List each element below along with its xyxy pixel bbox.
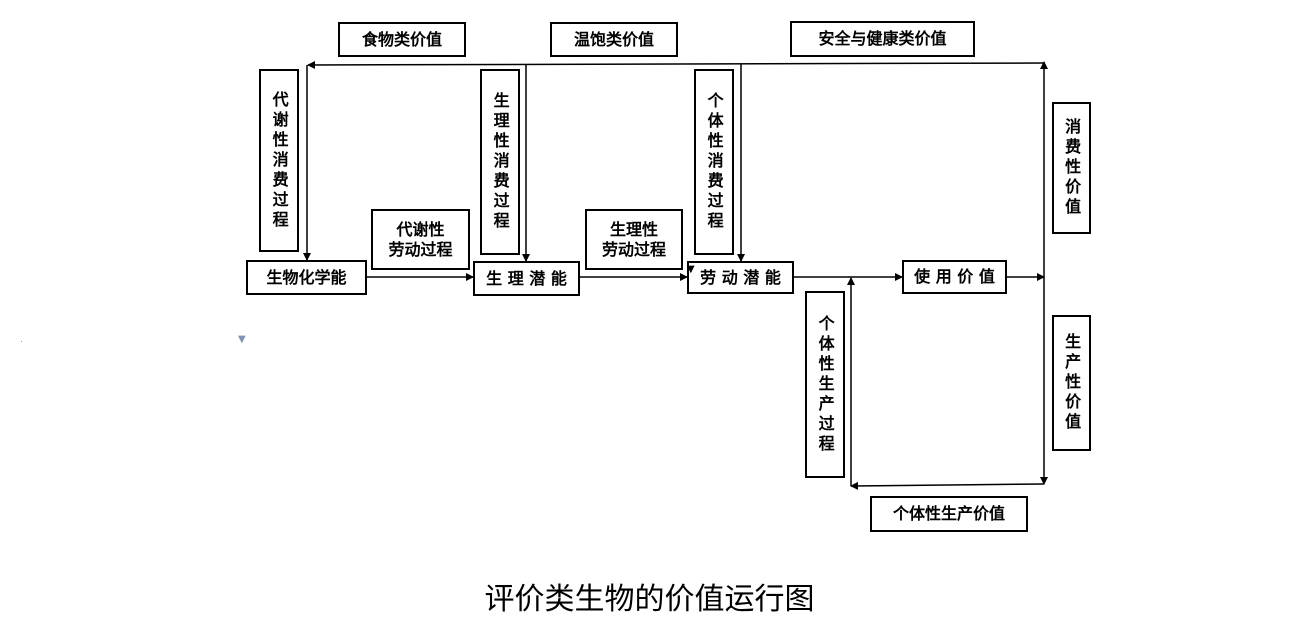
process-metabolic-labor-line2: 劳动过程 <box>388 239 453 259</box>
process-metabolic-consumption: 代谢性消费过程 <box>259 69 299 252</box>
bottom-feedback-line <box>850 481 1045 490</box>
node-labor-potential: 劳 动 潜 能 <box>687 261 794 294</box>
process-metabolic-labor-line1: 代谢性 <box>396 220 445 240</box>
process-individual-production: 个体性生产过程 <box>805 291 845 478</box>
process-physio-labor-line2: 劳动过程 <box>601 239 666 259</box>
value-productive: 生产性价值 <box>1052 315 1091 451</box>
value-food: 食物类价值 <box>338 22 466 57</box>
marker-icon: ▼ <box>238 334 246 345</box>
small-arrow-icon: ▼ <box>687 264 695 275</box>
process-physio-consumption: 生理性消费过程 <box>480 69 520 255</box>
value-safety-health: 安全与健康类价值 <box>790 21 975 57</box>
top-feedback-line <box>307 60 1045 69</box>
figure-caption: 评价类生物的价值运行图 <box>484 582 815 617</box>
value-consumptive: 消费性价值 <box>1052 102 1091 234</box>
value-individual-production: 个体性生产价值 <box>870 496 1028 532</box>
process-physio-labor-line1: 生理性 <box>609 220 658 240</box>
process-physio-labor: 生理性 劳动过程 <box>585 209 683 270</box>
stray-dot <box>21 341 22 342</box>
value-warmth: 温饱类价值 <box>550 22 678 57</box>
node-use-value: 使 用 价 值 <box>902 260 1007 294</box>
node-physio-potential: 生 理 潜 能 <box>473 261 580 296</box>
node-biochem-energy: 生物化学能 <box>246 260 367 295</box>
process-metabolic-labor: 代谢性 劳动过程 <box>371 209 470 270</box>
process-individual-consumption: 个体性消费过程 <box>694 69 734 255</box>
